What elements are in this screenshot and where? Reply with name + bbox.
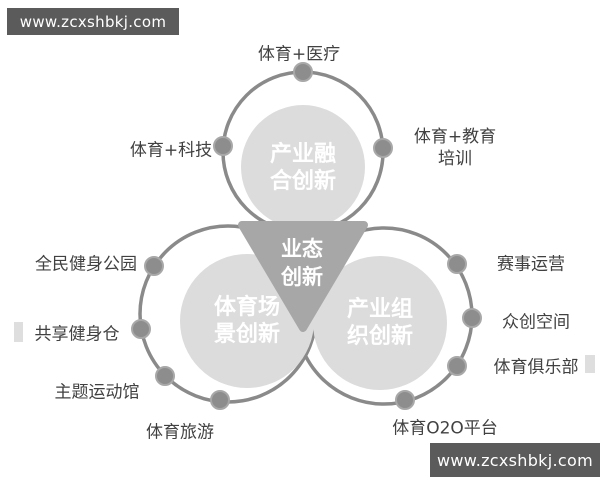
label-fitness-park: 全民健身公园 [35, 254, 137, 275]
dot-shared-gym [131, 319, 151, 339]
label-shared-gym: 共享健身仓 [34, 324, 120, 345]
dot-sports-medical [293, 62, 313, 82]
label-sports-tech: 体育+科技 [129, 140, 213, 161]
watermark-banner-top: www.zcxshbkj.com [7, 8, 179, 35]
dot-sports-tourism [210, 390, 230, 410]
label-sports-o2o: 体育O2O平台 [392, 418, 498, 439]
center-triangle-label: 业态 创新 [281, 235, 323, 291]
label-maker-space: 众创空间 [502, 312, 570, 333]
dot-event-operation [447, 254, 467, 274]
dot-sports-club [447, 356, 467, 376]
dot-sports-tech [213, 136, 233, 156]
artifact-mark-right [585, 355, 595, 373]
dot-maker-space [462, 308, 482, 328]
right-circle-title: 产业组 织创新 [347, 296, 413, 350]
watermark-banner-bottom: www.zcxshbkj.com [430, 443, 600, 477]
right-inner-circle [313, 256, 447, 390]
top-circle-title-line1: 产业融 [269, 142, 337, 167]
top-circle-title-line2: 合创新 [269, 169, 337, 194]
dot-fitness-park [144, 256, 164, 276]
dot-theme-stadium [155, 366, 175, 386]
left-circle-title-line2: 景创新 [213, 322, 281, 347]
label-sports-tourism: 体育旅游 [146, 422, 214, 443]
label-sports-education: 体育+教育 培训 [414, 126, 496, 170]
artifact-mark-left [14, 322, 23, 342]
watermark-url-top: www.zcxshbkj.com [19, 12, 167, 31]
label-theme-stadium: 主题运动馆 [54, 382, 140, 403]
right-circle-title-line1: 产业组 [346, 297, 414, 322]
label-sports-education-line1: 体育+教育 [413, 127, 497, 147]
center-label-line2: 创新 [281, 265, 323, 289]
label-sports-education-line2: 培训 [438, 149, 472, 169]
right-circle-title-line2: 织创新 [346, 324, 414, 349]
label-event-operation: 赛事运营 [497, 254, 565, 275]
label-sports-club: 体育俱乐部 [493, 357, 579, 378]
watermark-url-bottom: www.zcxshbkj.com [437, 450, 593, 470]
dot-sports-o2o [395, 390, 415, 410]
label-sports-medical: 体育+医疗 [257, 44, 341, 65]
center-triangle [238, 221, 368, 332]
left-circle-title: 体育场 景创新 [214, 294, 280, 348]
top-circle-title: 产业融 合创新 [270, 141, 336, 195]
dot-sports-education [373, 138, 393, 158]
center-label-line1: 业态 [281, 237, 323, 261]
left-circle-title-line1: 体育场 [213, 295, 281, 320]
top-inner-circle [241, 105, 365, 229]
